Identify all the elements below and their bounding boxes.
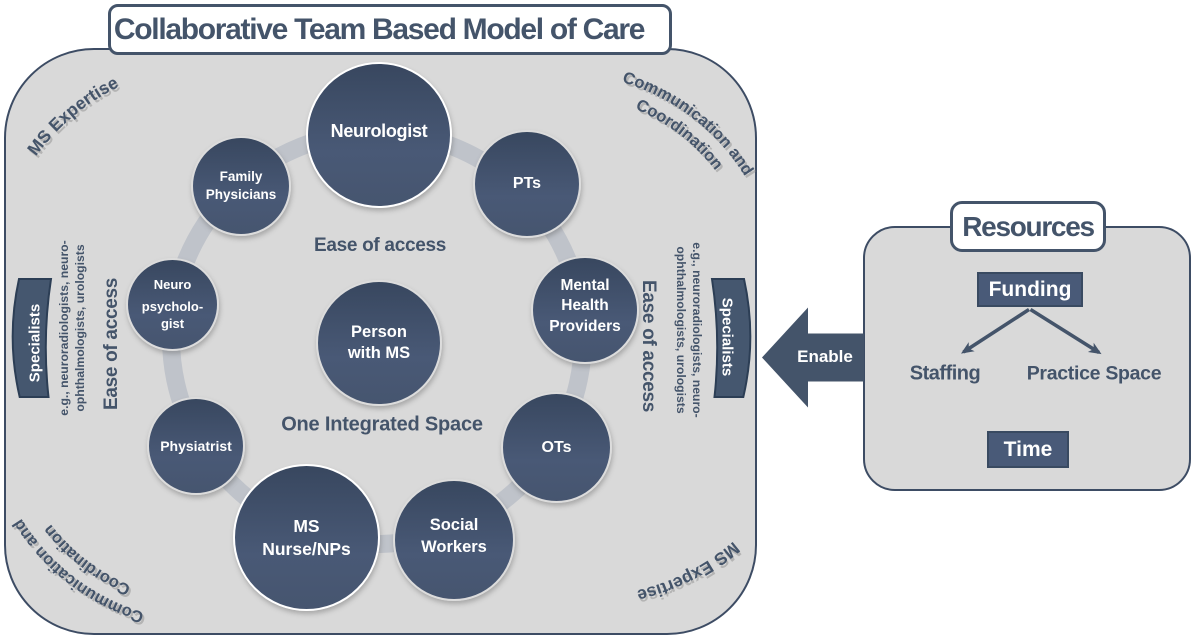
svg-text:MS Expertise: MS Expertise: [631, 520, 746, 627]
svg-text:MS Expertise: MS Expertise: [23, 72, 121, 159]
svg-text:Communication and: Communication and: [620, 69, 756, 179]
